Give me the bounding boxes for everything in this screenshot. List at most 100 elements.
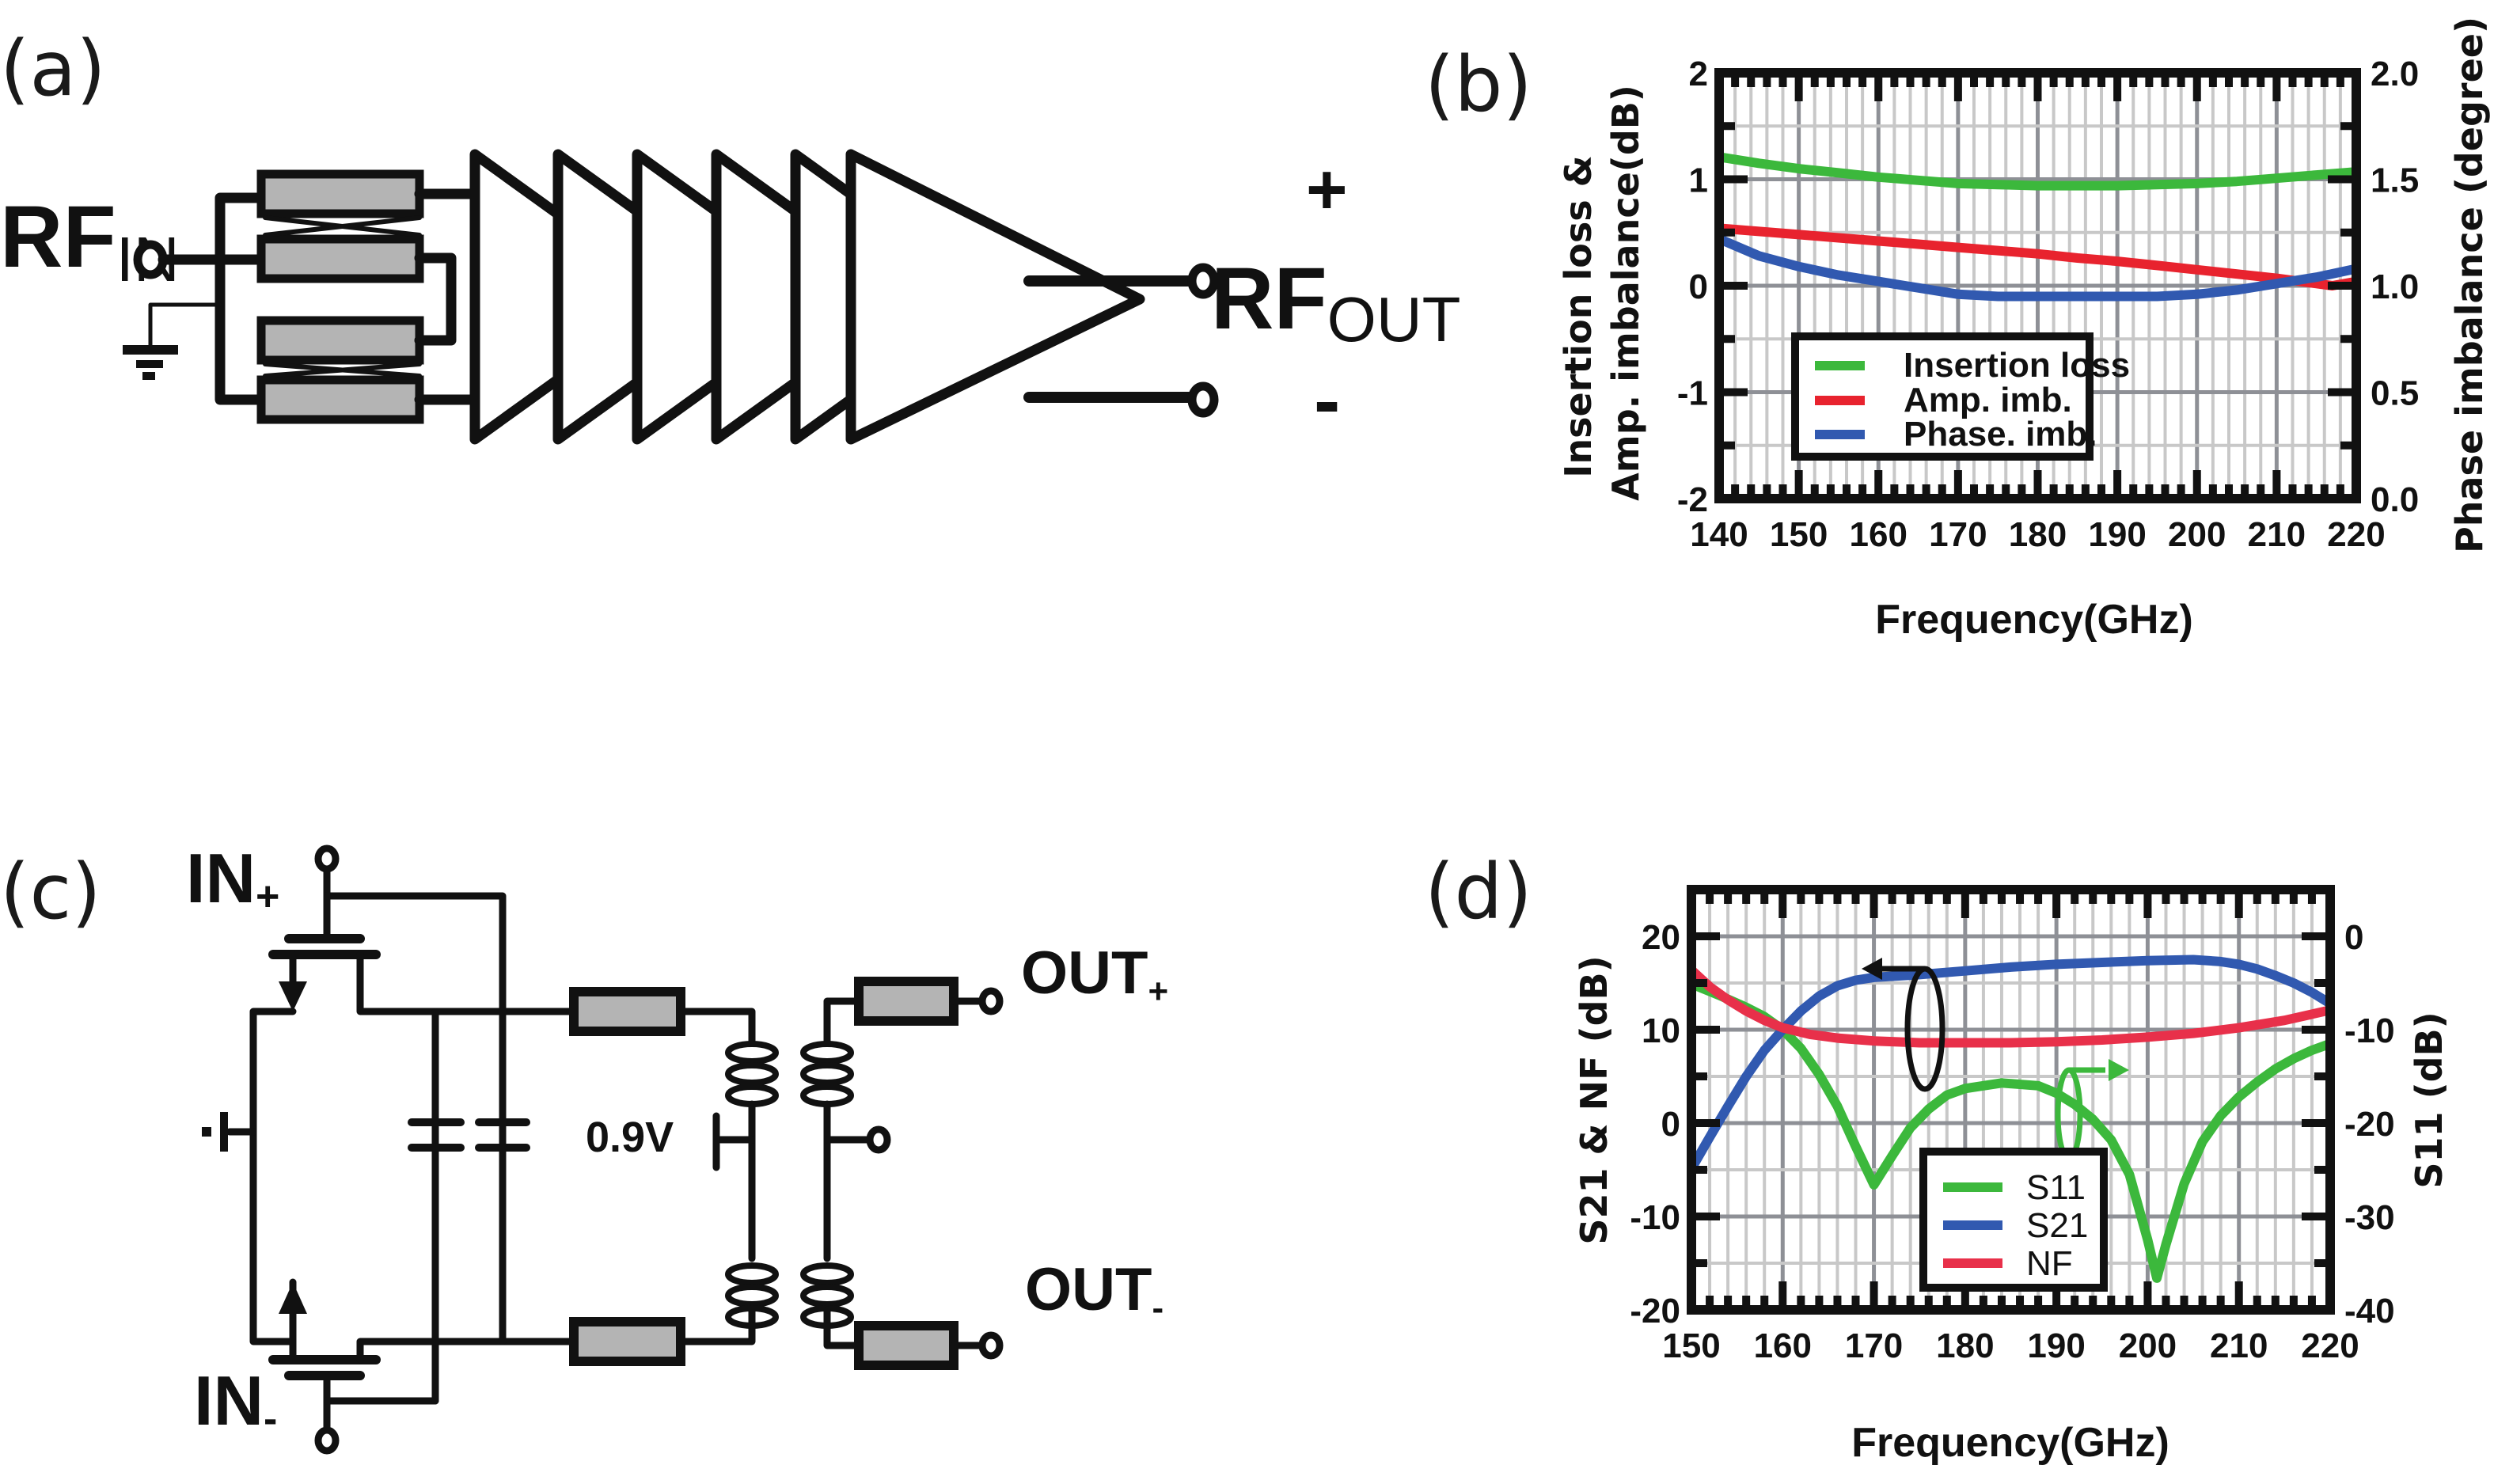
ground-icon <box>202 1127 211 1137</box>
coupled-line-1a <box>256 169 424 218</box>
transmission-line <box>569 1317 685 1366</box>
y-tick-label: -20 <box>1630 1292 1680 1330</box>
x-tick-label: 220 <box>2327 515 2385 554</box>
axes-frame <box>1714 68 2361 503</box>
amplifier-stage <box>469 149 564 445</box>
wire <box>249 1008 297 1345</box>
x-tick-label: 170 <box>1845 1326 1903 1365</box>
y2-tick-label: -10 <box>2344 1011 2395 1050</box>
legend: Insertion loss Amp. imb. Phase. imb. <box>1791 332 2130 461</box>
inductor-coil <box>800 1262 854 1286</box>
panel-a: (a) RFIN <box>0 25 1461 445</box>
wire <box>823 1306 863 1349</box>
wire <box>356 951 574 1015</box>
amplifier-stage <box>711 149 801 445</box>
inductor-coil <box>800 1041 854 1065</box>
out-minus-sub: - <box>1152 1289 1163 1327</box>
y2-tick-label: -40 <box>2344 1292 2395 1330</box>
y2-tick-label: 0 <box>2344 918 2363 957</box>
inductor-coil <box>725 1062 779 1086</box>
series-group <box>1714 152 2361 302</box>
y-tick-label: -2 <box>1677 480 1708 519</box>
rf-out-sub: OUT <box>1327 284 1461 355</box>
x-axis-title: Frequency(GHz) <box>1875 597 2193 643</box>
s11-group-ellipse <box>2055 1067 2083 1162</box>
rf-out-label: RFOUT <box>1211 250 1461 355</box>
x-tick-label: 160 <box>1754 1326 1812 1365</box>
in-minus-label: IN- <box>194 1361 277 1442</box>
y-axis-title-line1: Insertion loss & <box>1557 155 1600 478</box>
y2-tick-label: 0.0 <box>2371 480 2419 519</box>
center-tap-terminal-icon <box>866 1125 891 1154</box>
amplifier-final-stage <box>845 149 1145 445</box>
wire <box>677 1008 756 1045</box>
x-tick-label: 180 <box>1936 1326 1994 1365</box>
transmission-line <box>854 1321 959 1370</box>
y-axis-title: S21 & NF (dB) <box>1573 955 1615 1244</box>
coupling-cross <box>263 215 422 237</box>
rf-out-plus-terminal-icon <box>1187 263 1219 299</box>
inductor-coil <box>725 1262 779 1286</box>
bias-voltage-label: 0.9V <box>586 1114 674 1161</box>
panel-label-c: (c) <box>0 848 101 936</box>
annotations <box>1862 958 2129 1162</box>
rf-in-main: RF <box>0 188 116 286</box>
y-tick-label: 1 <box>1689 161 1708 200</box>
x-tick-label: 170 <box>1929 515 1987 554</box>
y-tick-label: -10 <box>1630 1198 1680 1237</box>
x-tick-label: 190 <box>2088 515 2146 554</box>
panel-label-d: (d) <box>1425 848 1532 936</box>
balun-left-rail <box>214 192 267 405</box>
axes-frame <box>1687 885 2335 1315</box>
legend-label-amp-imb: Amp. imb. <box>1904 381 2072 419</box>
x-axis-title: Frequency(GHz) <box>1851 1420 2169 1466</box>
amplifier-stage <box>790 149 856 445</box>
y-tick-label: 0 <box>1689 268 1708 306</box>
in-minus-sub: - <box>264 1396 277 1442</box>
wire <box>823 997 863 1045</box>
legend-label-phase-imb: Phase. imb. <box>1904 415 2097 454</box>
panel-c-circuit <box>202 865 1004 1434</box>
x-tick-label: 190 <box>2027 1326 2085 1365</box>
y-tick-label: -1 <box>1677 374 1708 413</box>
transmission-line <box>854 977 959 1026</box>
transmission-line <box>569 987 685 1036</box>
arrow-left-icon <box>1862 958 1882 980</box>
series-line-s11 <box>1687 979 2335 1283</box>
legend-label-s21: S21 <box>2026 1206 2088 1245</box>
rf-out-main: RF <box>1211 250 1327 347</box>
x-tick-label: 150 <box>1770 515 1828 554</box>
series-line-s21 <box>1687 955 2335 1174</box>
y2-tick-label: -20 <box>2344 1105 2395 1144</box>
y2-tick-label: 1.5 <box>2371 161 2419 200</box>
legend-label-s11: S11 <box>2026 1168 2086 1207</box>
ground-icon <box>123 302 216 380</box>
source-arrow-icon <box>279 981 307 1011</box>
y2-tick-label: 1.0 <box>2371 268 2419 306</box>
amplifier-chain <box>469 149 1145 445</box>
balun-inner-link <box>414 252 457 346</box>
legend: S11 S21 NF <box>1919 1148 2108 1292</box>
coupled-line-1b <box>256 234 424 283</box>
out-plus-terminal-icon <box>978 987 1004 1015</box>
x-tick-label: 200 <box>2168 515 2226 554</box>
coupling-cross <box>263 362 422 378</box>
out-minus-main: OUT <box>1025 1256 1152 1323</box>
y-tick-label: 0 <box>1661 1105 1680 1144</box>
rf-in-terminal <box>133 240 263 279</box>
y2-tick-label: 2.0 <box>2371 55 2419 93</box>
x-tick-label: 150 <box>1662 1326 1720 1365</box>
out-minus-label: OUT- <box>1025 1256 1163 1327</box>
legend-label-nf: NF <box>2026 1244 2073 1283</box>
plot-frame <box>1687 885 2335 1315</box>
panel-label-b: (b) <box>1425 40 1532 129</box>
x-tick-label: 140 <box>1690 515 1748 554</box>
x-tick-label: 160 <box>1850 515 1908 554</box>
ground-icon <box>220 1112 228 1152</box>
in-plus-sub: + <box>256 874 279 920</box>
